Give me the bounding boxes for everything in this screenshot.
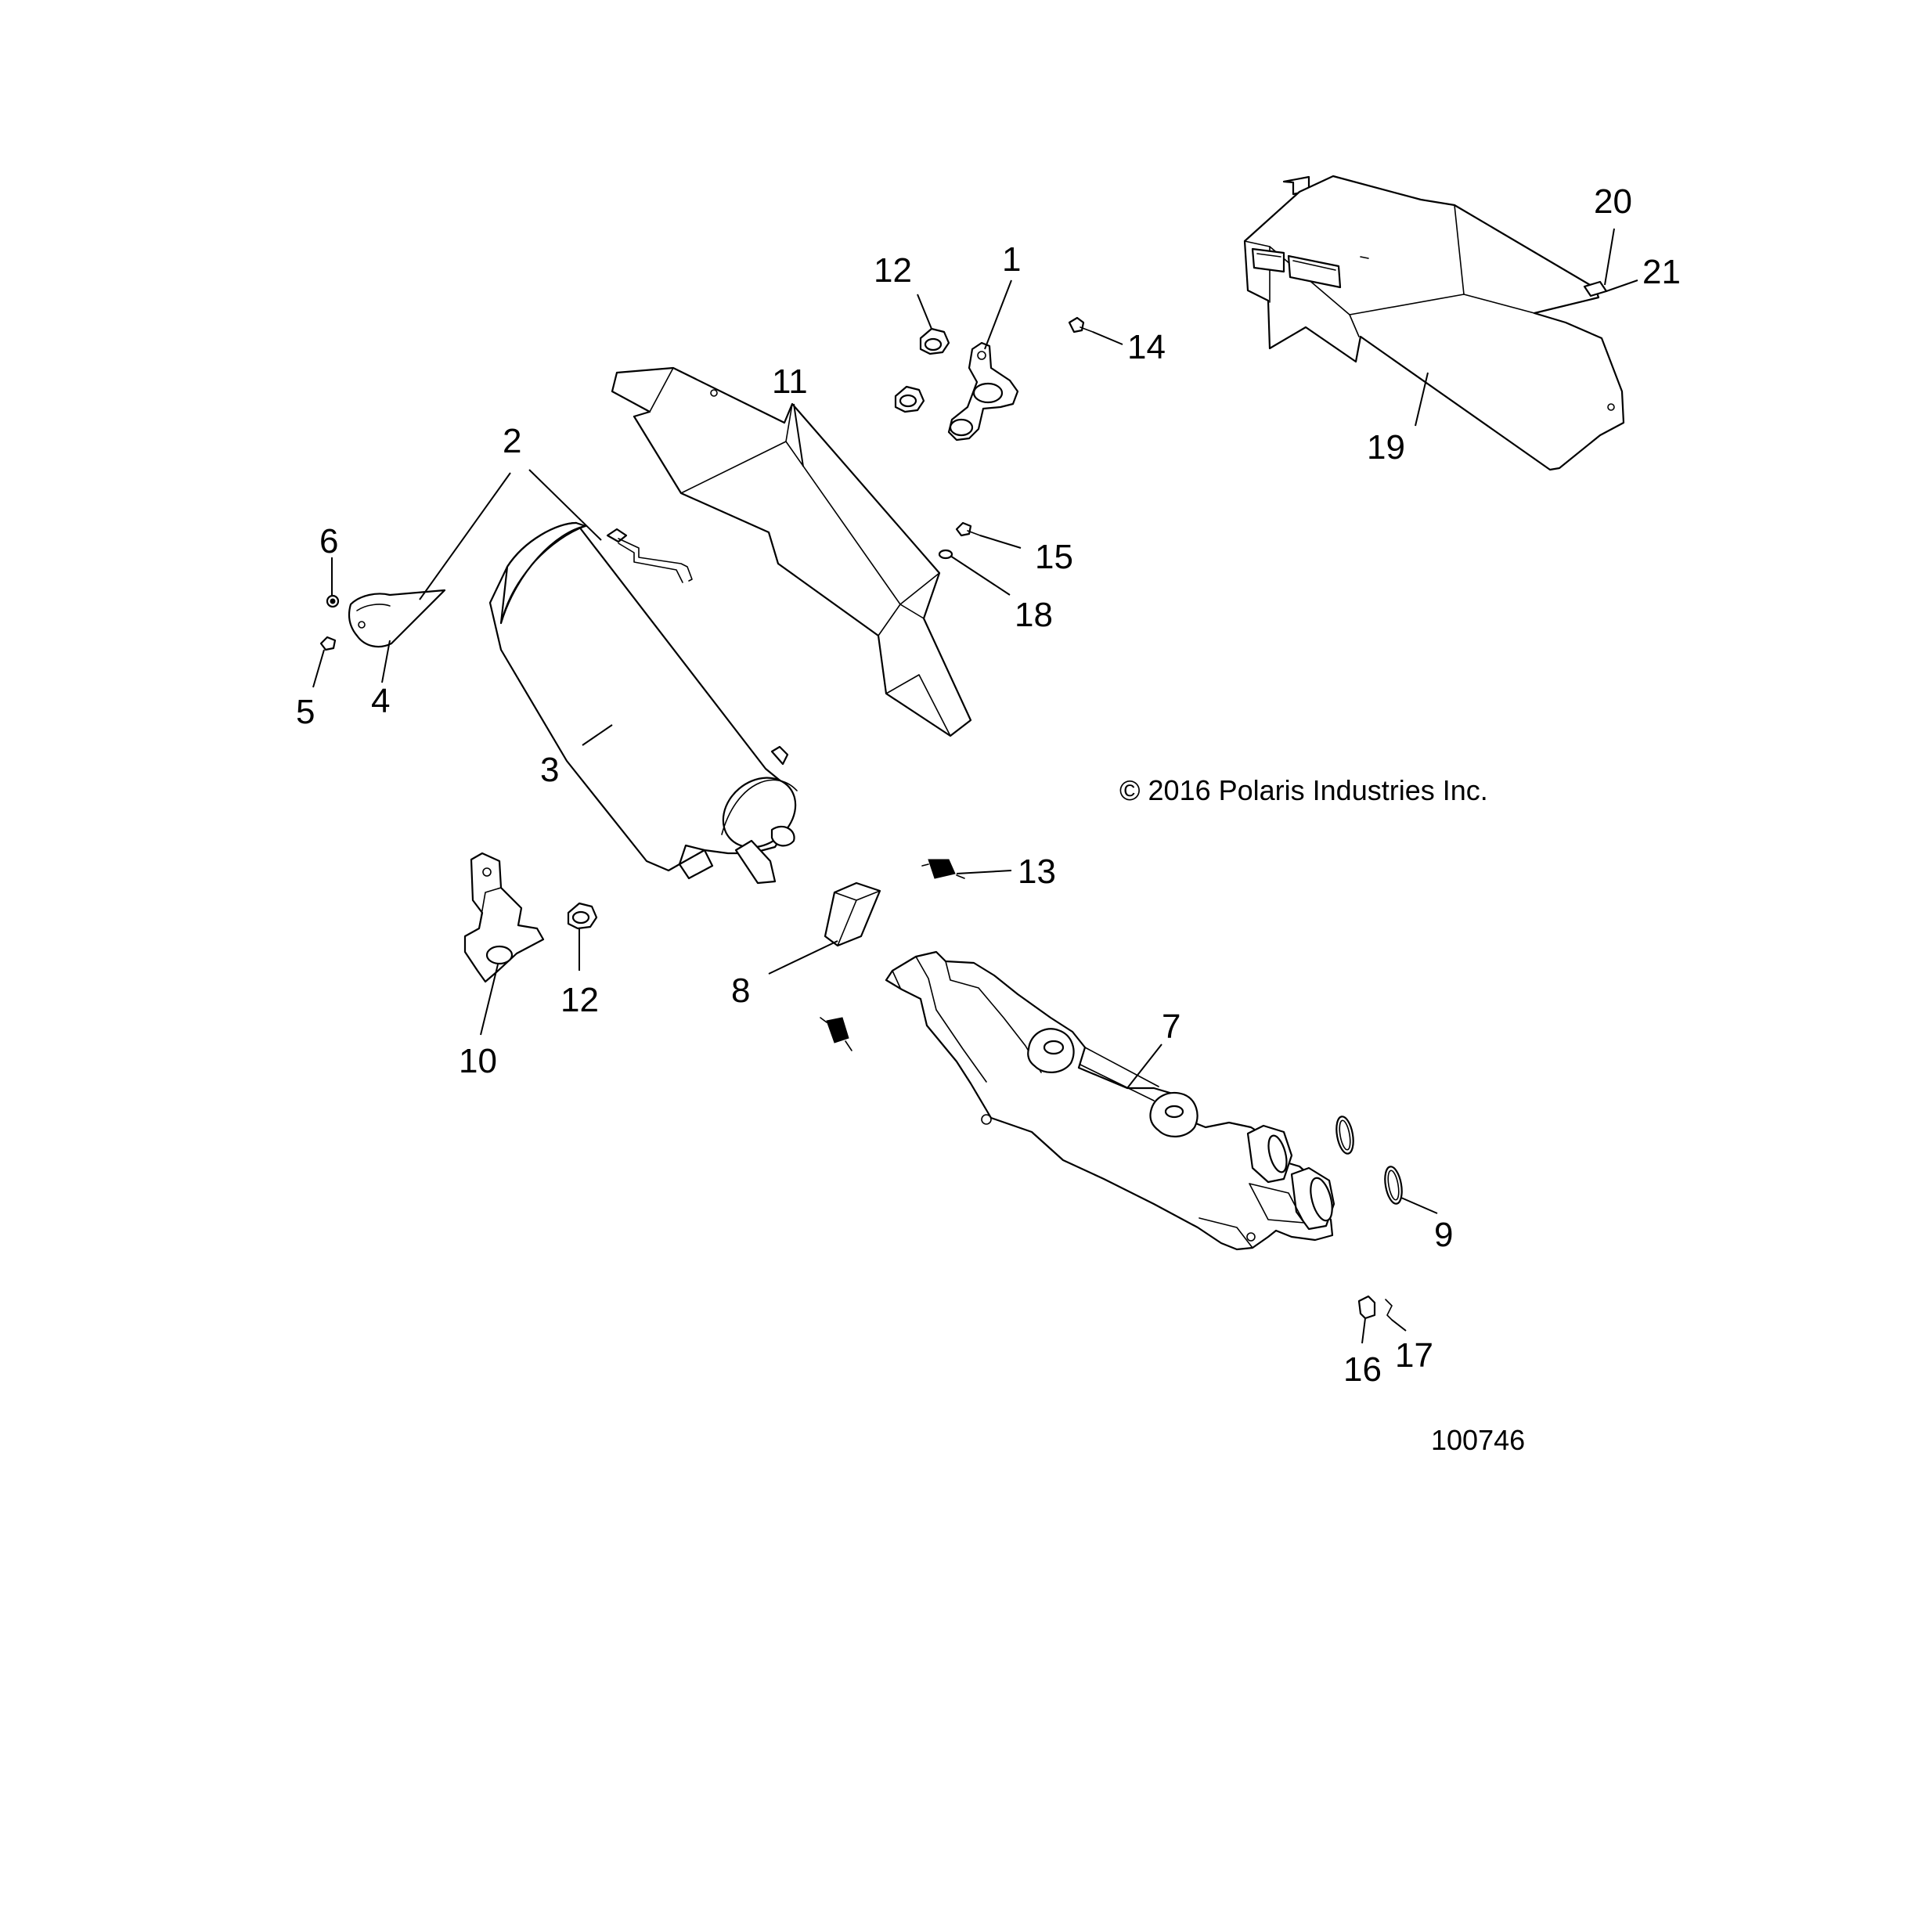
callout-14: 14 <box>1127 328 1166 366</box>
callout-7: 7 <box>1162 1007 1180 1046</box>
part-16-nut <box>1357 1295 1376 1320</box>
spring-lower <box>820 1017 852 1051</box>
part-11-muffler-shield <box>611 366 972 737</box>
callout-3: 3 <box>540 751 559 789</box>
callout-12-lower: 12 <box>560 981 599 1019</box>
callout-12-upper: 12 <box>874 251 912 290</box>
copyright-notice: © 2016 Polaris Industries Inc. <box>1119 774 1488 806</box>
part-10-lower-bracket <box>463 852 545 983</box>
callout-11: 11 <box>772 362 808 401</box>
part-3-muffler <box>488 521 798 885</box>
part-8-gasket-block <box>824 881 881 947</box>
callout-13: 13 <box>1018 852 1056 891</box>
part-12-grommet-lower <box>567 902 598 930</box>
callout-10: 10 <box>459 1042 497 1080</box>
part-5-screw <box>319 636 337 651</box>
part-15-bolt <box>955 521 981 537</box>
part-12-grommet-upper-a <box>919 327 950 355</box>
callout-21: 21 <box>1642 253 1681 291</box>
part-14-bolt <box>1068 316 1094 333</box>
document-number: 100746 <box>1431 1424 1525 1456</box>
callout-19: 19 <box>1367 428 1405 467</box>
callout-15: 15 <box>1035 538 1073 576</box>
callout-2: 2 <box>503 422 521 460</box>
callout-6: 6 <box>319 522 338 560</box>
callout-4: 4 <box>371 682 390 720</box>
part-13-spring <box>921 859 965 879</box>
part-9-gasket-a <box>1335 1116 1354 1155</box>
callout-18: 18 <box>1015 596 1053 634</box>
callout-5: 5 <box>296 693 315 731</box>
part-1-bracket <box>947 341 1019 442</box>
leader-lines <box>312 228 1638 1344</box>
part-18-washer <box>938 549 953 560</box>
callout-17: 17 <box>1395 1336 1433 1375</box>
part-19-heat-shield <box>1243 175 1625 471</box>
part-7-exhaust-pipe <box>885 950 1335 1251</box>
callout-labels: 1 2 3 4 5 6 7 8 9 10 11 12 12 13 14 15 1… <box>296 182 1681 1389</box>
part-17-clip <box>1385 1299 1393 1321</box>
part-12-grommet-upper-b <box>894 385 925 413</box>
callout-16: 16 <box>1343 1350 1382 1389</box>
callout-1: 1 <box>1002 240 1021 279</box>
part-6-screw <box>326 594 340 608</box>
part-9-gasket-b <box>1384 1166 1403 1205</box>
part-4-end-cap <box>348 589 446 648</box>
callout-8: 8 <box>731 971 750 1010</box>
callout-9: 9 <box>1434 1216 1453 1254</box>
callout-20: 20 <box>1594 182 1632 221</box>
